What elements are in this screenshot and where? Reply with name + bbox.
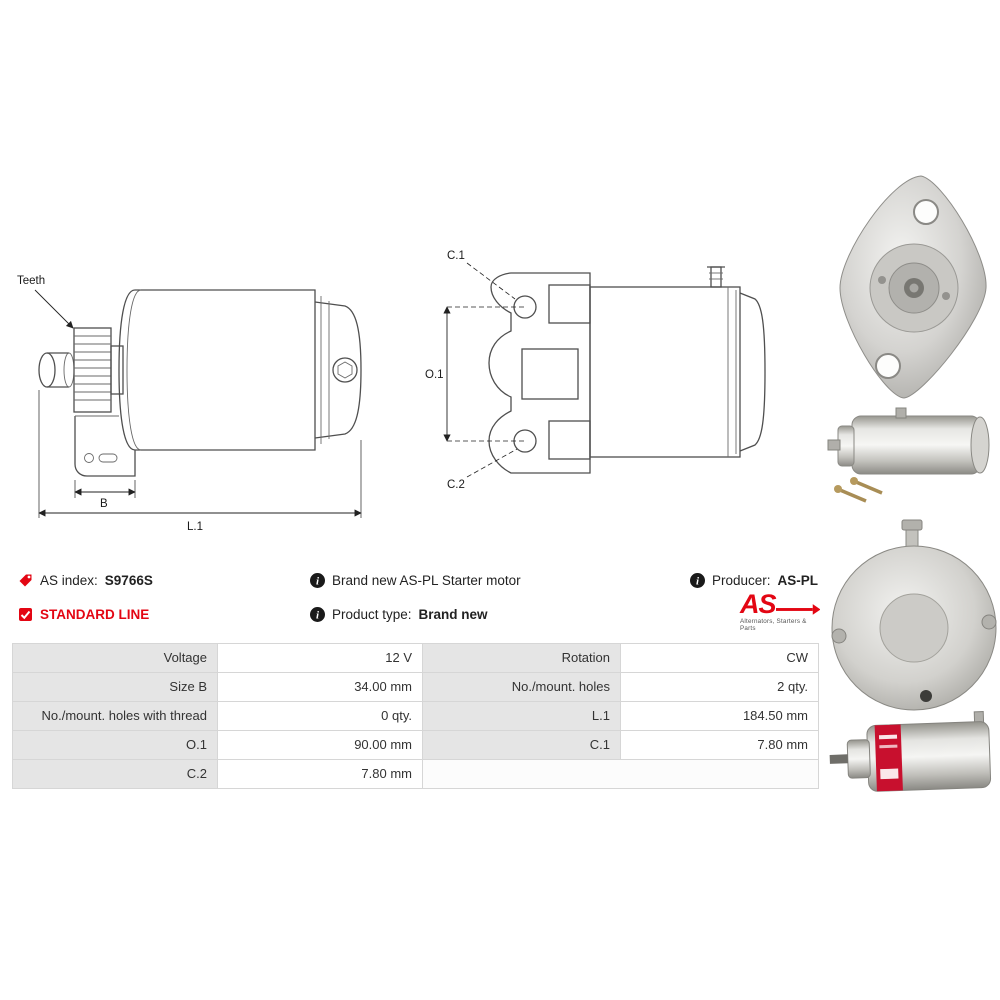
svg-text:i: i [316,609,320,621]
description-text: Brand new AS-PL Starter motor [332,573,521,588]
dim-label-l1: L.1 [187,521,203,533]
producer-label: Producer: [711,573,771,588]
product-photo-motor-side [826,402,1000,519]
checkbox-check-icon [18,607,33,622]
spec-value: 7.80 mm [620,730,819,760]
product-type-label: Product type: [332,607,412,622]
info-icon: i [689,573,705,588]
spec-label: Rotation [422,643,621,673]
drive-end-bracket [488,272,591,474]
spec-label: L.1 [422,701,621,731]
producer-value: AS-PL [777,573,819,588]
spec-label: No./mount. holes [422,672,621,702]
as-index-row: AS index: S9766S [18,573,153,588]
table-row: No./mount. holes with thread 0 qty. L.1 … [12,701,819,731]
spec-value: 90.00 mm [217,730,423,760]
spec-label: C.2 [12,759,218,789]
pinion-gear [73,327,124,413]
dimension-b: B [74,480,136,510]
info-icon: i [310,607,325,622]
dim-label-c2: C.2 [447,479,465,491]
dimension-o1: O.1 [425,306,525,442]
spec-label: C.1 [422,730,621,760]
logo-text: AS [740,589,777,619]
spec-label: O.1 [12,730,218,760]
table-row: O.1 90.00 mm C.1 7.80 mm [12,730,819,760]
c2-leader-line [466,448,518,478]
standard-line-row: STANDARD LINE [18,607,149,622]
front-view-svg: C.1 [425,250,766,491]
spec-table: Voltage 12 V Rotation CW Size B 34.00 mm… [12,643,819,789]
spec-empty-cell [422,759,819,789]
spec-label: No./mount. holes with thread [12,701,218,731]
spec-value: 7.80 mm [217,759,423,789]
table-row: C.2 7.80 mm [12,759,819,789]
tag-icon [18,573,33,588]
teeth-label: Teeth [17,275,45,287]
product-photo-motor-labeled [826,711,1000,821]
info-icon: i [310,573,325,588]
shaft-tip [38,352,75,388]
product-type-row: i Product type: Brand new [310,607,488,622]
spec-value: 12 V [217,643,423,673]
mounting-bracket [74,415,136,477]
technical-drawing-front-view: C.1 [425,245,790,500]
technical-drawing-side-view: Teeth [15,268,385,543]
spec-label: Voltage [12,643,218,673]
dim-label-b: B [100,498,108,510]
product-photo-end-cover [826,516,1000,725]
svg-text:i: i [696,575,700,587]
logo-tagline: Alternators, Starters & Parts [740,618,807,632]
dim-label-c1: C.1 [447,250,465,262]
product-photo-flange [826,170,1000,409]
spec-label: Size B [12,672,218,702]
side-view-svg: Teeth [17,275,362,533]
logo-arrow-icon [775,604,820,615]
c1-leader-line [466,262,516,300]
dim-label-o1: O.1 [425,369,444,381]
spec-value: 184.50 mm [620,701,819,731]
svg-text:i: i [316,575,320,587]
as-index-label: AS index: [40,573,98,588]
motor-body [118,289,362,451]
table-row: Voltage 12 V Rotation CW [12,643,819,673]
motor-body-front [589,266,766,458]
producer-row: i Producer: AS-PL [689,573,819,588]
standard-line-label: STANDARD LINE [40,607,150,622]
as-index-value: S9766S [104,573,153,588]
spec-value: CW [620,643,819,673]
description-row: i Brand new AS-PL Starter motor [310,573,521,588]
product-type-value: Brand new [418,607,488,622]
dimension-l1: L.1 [38,390,362,533]
teeth-leader-line [34,289,74,329]
table-row: Size B 34.00 mm No./mount. holes 2 qty. [12,672,819,702]
as-pl-logo: AS Alternators, Starters & Parts [740,589,820,632]
spec-value: 34.00 mm [217,672,423,702]
spec-value: 0 qty. [217,701,423,731]
spec-value: 2 qty. [620,672,819,702]
